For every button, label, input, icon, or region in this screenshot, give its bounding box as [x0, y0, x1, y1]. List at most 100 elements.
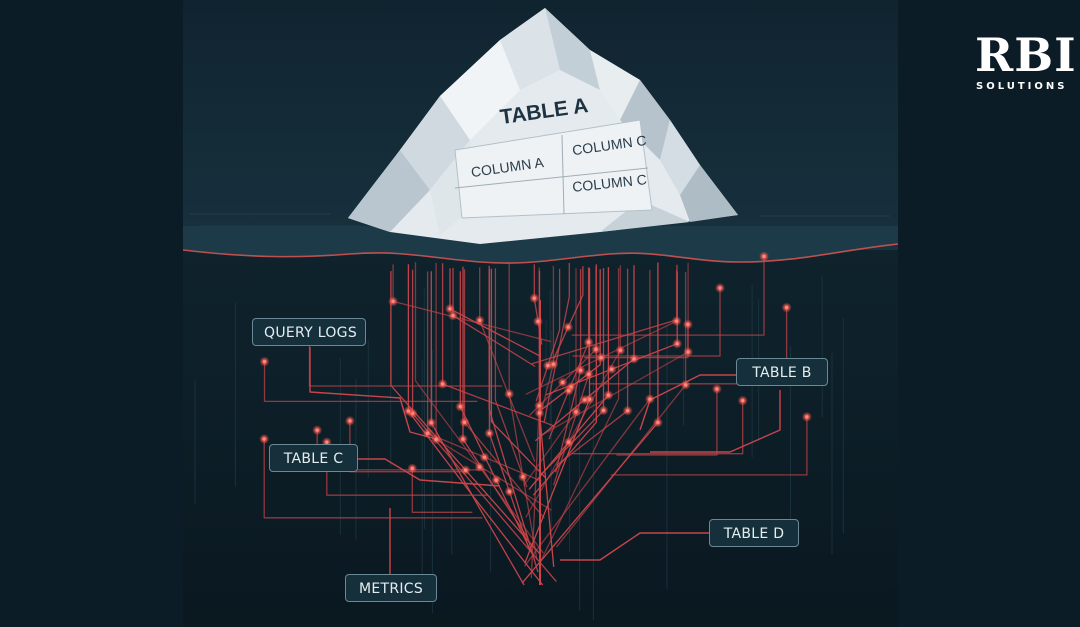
circuit-node [426, 431, 430, 435]
circuit-branch [263, 361, 478, 403]
circuit-node [461, 437, 465, 441]
circuit-node [482, 455, 487, 459]
circuit-node [566, 325, 570, 329]
connector-table-b-2 [650, 390, 781, 453]
circuit-node [567, 440, 571, 444]
circuit-branch [571, 256, 765, 336]
circuit-node [551, 362, 556, 366]
circuit-node [675, 342, 679, 346]
circuit-trace [407, 264, 544, 586]
circuit-trace [538, 268, 620, 565]
circuit-trace [508, 262, 538, 560]
circuit-branch [583, 324, 689, 359]
circuit-node [626, 409, 630, 413]
circuit-node [348, 419, 352, 423]
circuit-trace [531, 264, 678, 365]
circuit-node [494, 478, 498, 482]
circuit-branch [411, 468, 473, 513]
circuit-trace [534, 265, 635, 442]
circuit-branch [610, 416, 808, 476]
circuit-node [587, 340, 591, 344]
metrics-label: METRICS [345, 574, 437, 602]
circuit-node [594, 347, 598, 351]
circuit-trace [441, 263, 555, 427]
circuit-node [561, 380, 565, 384]
circuit-node [686, 322, 690, 326]
connector-table-c [358, 458, 501, 487]
circuit-trace [449, 268, 541, 357]
circuit-trace [490, 268, 546, 479]
circuit-node [718, 286, 722, 290]
circuit-trace [430, 271, 525, 586]
circuit-node [606, 393, 611, 397]
circuit-trace [543, 263, 570, 423]
circuit-node [675, 319, 679, 323]
circuit-node [618, 348, 623, 352]
circuit-node [686, 350, 690, 354]
circuit-node [785, 305, 789, 310]
label-connectors [309, 347, 781, 574]
circuit-node [478, 318, 482, 322]
circuit-node [406, 409, 410, 413]
circuit-node [574, 410, 578, 414]
circuit-node [715, 387, 719, 391]
circuit-traces [263, 256, 808, 586]
circuit-node [648, 397, 652, 401]
circuit-node [507, 392, 511, 396]
circuit-node [262, 360, 267, 364]
connector-query-logs [309, 347, 441, 441]
circuit-node [325, 440, 329, 444]
circuit-node [487, 431, 491, 435]
circuit-node [477, 465, 482, 469]
circuit-node [536, 319, 540, 323]
circuit-node [507, 490, 511, 494]
circuit-trace [392, 264, 552, 343]
circuit-branch [572, 400, 744, 455]
logo-subtitle: SOLUTIONS [976, 81, 1068, 92]
circuit-trace [452, 268, 536, 368]
circuit-node [684, 383, 688, 387]
circuit-trace [553, 266, 584, 360]
query-logs-label: QUERY LOGS [252, 318, 366, 346]
circuit-node [458, 405, 462, 409]
circuit-node [262, 437, 266, 441]
circuit-node [587, 372, 591, 376]
circuit-node [656, 420, 660, 425]
circuit-node [579, 368, 583, 372]
circuit-node [451, 314, 455, 318]
connector-table-d [560, 532, 709, 561]
circuit-trace [555, 269, 582, 473]
circuit-node [532, 296, 536, 300]
circuit-branch [572, 288, 721, 357]
circuit-nodes [259, 251, 812, 497]
circuit-branch [616, 389, 718, 456]
circuit-node [567, 389, 571, 393]
circuit-node [410, 466, 414, 470]
circuit-trace [540, 268, 605, 475]
circuit-trace [463, 269, 545, 519]
circuit-trace [556, 268, 629, 466]
circuit-node [583, 398, 587, 402]
logo-letters: RBI [975, 30, 1077, 82]
circuit-trace [525, 265, 622, 518]
table-c-label: TABLE C [269, 444, 358, 472]
circuit-node [521, 475, 525, 479]
table-d-label: TABLE D [709, 519, 799, 547]
circuit-trace [411, 269, 557, 583]
column-c-label-bottom: COLUMN C [572, 171, 648, 195]
circuit-node [434, 437, 438, 441]
circuit-node [464, 468, 468, 472]
circuit-node [537, 411, 542, 415]
circuit-node [601, 408, 606, 412]
table-b-label: TABLE B [736, 358, 828, 386]
circuit-node [448, 307, 452, 311]
circuit-trace [488, 269, 531, 551]
circuit-node [537, 404, 541, 408]
water-surface [183, 226, 898, 264]
circuit-node [462, 420, 467, 424]
circuit-node [610, 367, 614, 371]
circuit-node [741, 399, 745, 403]
circuit-node [391, 299, 395, 303]
